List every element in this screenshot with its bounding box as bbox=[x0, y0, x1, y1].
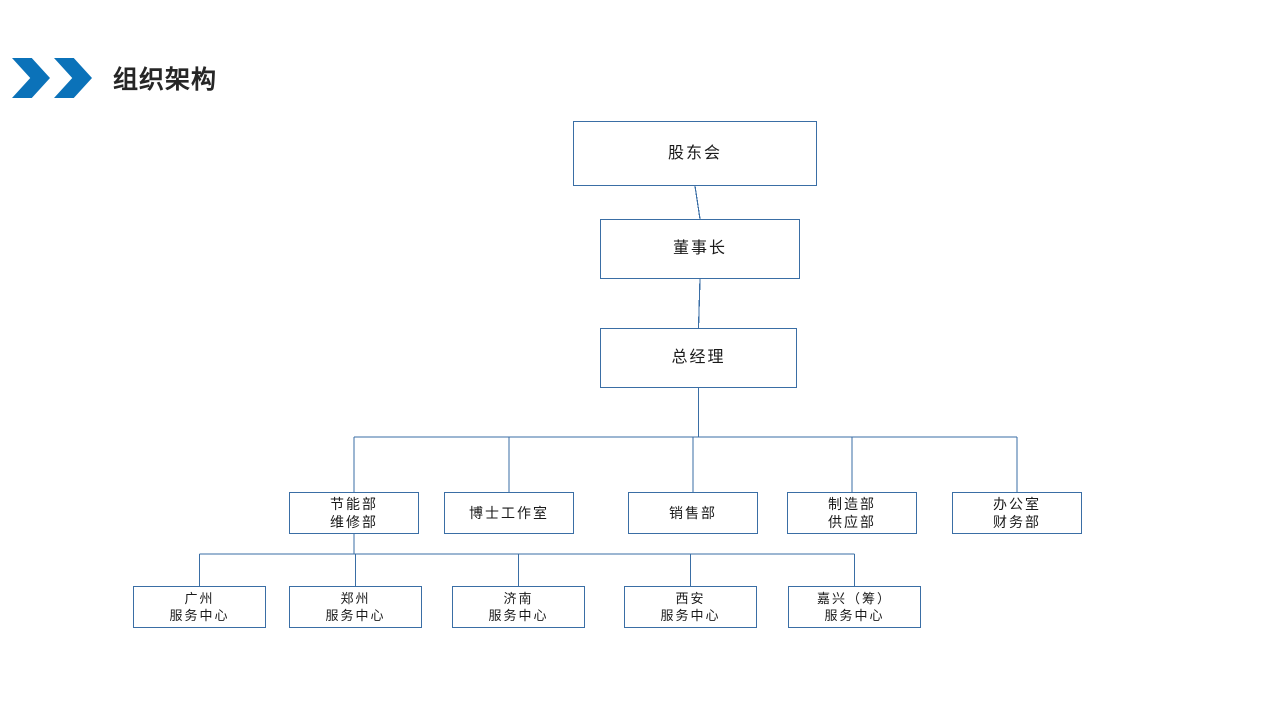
connector-chairman-to-general-manager bbox=[697, 278, 701, 329]
org-node-label: 销售部 bbox=[669, 504, 717, 521]
org-node-label: 服务中心 bbox=[325, 608, 386, 623]
org-node-sales[interactable]: 销售部 bbox=[628, 492, 758, 534]
connector-shareholders-to-chairman bbox=[694, 185, 701, 220]
org-node-jinan-service[interactable]: 济南服务中心 bbox=[452, 586, 585, 628]
org-node-label: 节能部 bbox=[330, 495, 378, 512]
org-node-label: 制造部 bbox=[828, 495, 876, 512]
org-node-zhengzhou-service[interactable]: 郑州服务中心 bbox=[289, 586, 422, 628]
org-node-label: 博士工作室 bbox=[469, 504, 549, 521]
org-node-label: 财务部 bbox=[993, 514, 1041, 530]
org-node-label: 总经理 bbox=[671, 349, 726, 367]
org-node-xian-service[interactable]: 西安服务中心 bbox=[624, 586, 757, 628]
org-node-general-manager[interactable]: 总经理 bbox=[600, 328, 797, 388]
org-node-label: 供应部 bbox=[828, 514, 876, 530]
org-node-label: 服务中心 bbox=[169, 608, 230, 623]
org-node-label: 郑州 bbox=[340, 590, 371, 606]
org-node-label: 董事长 bbox=[672, 240, 727, 258]
org-node-label: 服务中心 bbox=[824, 608, 885, 623]
org-node-label: 嘉兴（筹） bbox=[816, 590, 892, 606]
org-node-manufacturing-supply[interactable]: 制造部供应部 bbox=[787, 492, 917, 534]
org-node-office-finance[interactable]: 办公室财务部 bbox=[952, 492, 1082, 534]
org-node-label: 济南 bbox=[503, 590, 534, 606]
org-node-label: 西安 bbox=[675, 590, 706, 606]
org-node-energy-maintenance[interactable]: 节能部维修部 bbox=[289, 492, 419, 534]
org-node-shareholders[interactable]: 股东会 bbox=[573, 121, 817, 186]
org-node-label: 广州 bbox=[184, 590, 215, 606]
page-title: 组织架构 bbox=[113, 66, 218, 94]
org-node-chairman[interactable]: 董事长 bbox=[600, 219, 800, 279]
org-node-label: 服务中心 bbox=[660, 608, 721, 623]
org-node-doctoral-studio[interactable]: 博士工作室 bbox=[444, 492, 574, 534]
org-node-jiaxing-service[interactable]: 嘉兴（筹） 服务中心 bbox=[788, 586, 921, 628]
slide-header: 组织架构 bbox=[0, 0, 1280, 130]
org-node-label: 办公室 bbox=[993, 495, 1041, 512]
org-node-label: 股东会 bbox=[667, 144, 722, 162]
org-node-label: 服务中心 bbox=[488, 608, 549, 623]
org-node-label: 维修部 bbox=[330, 514, 378, 530]
double-chevron-right-icon bbox=[12, 58, 94, 98]
org-node-guangzhou-service[interactable]: 广州服务中心 bbox=[133, 586, 266, 628]
